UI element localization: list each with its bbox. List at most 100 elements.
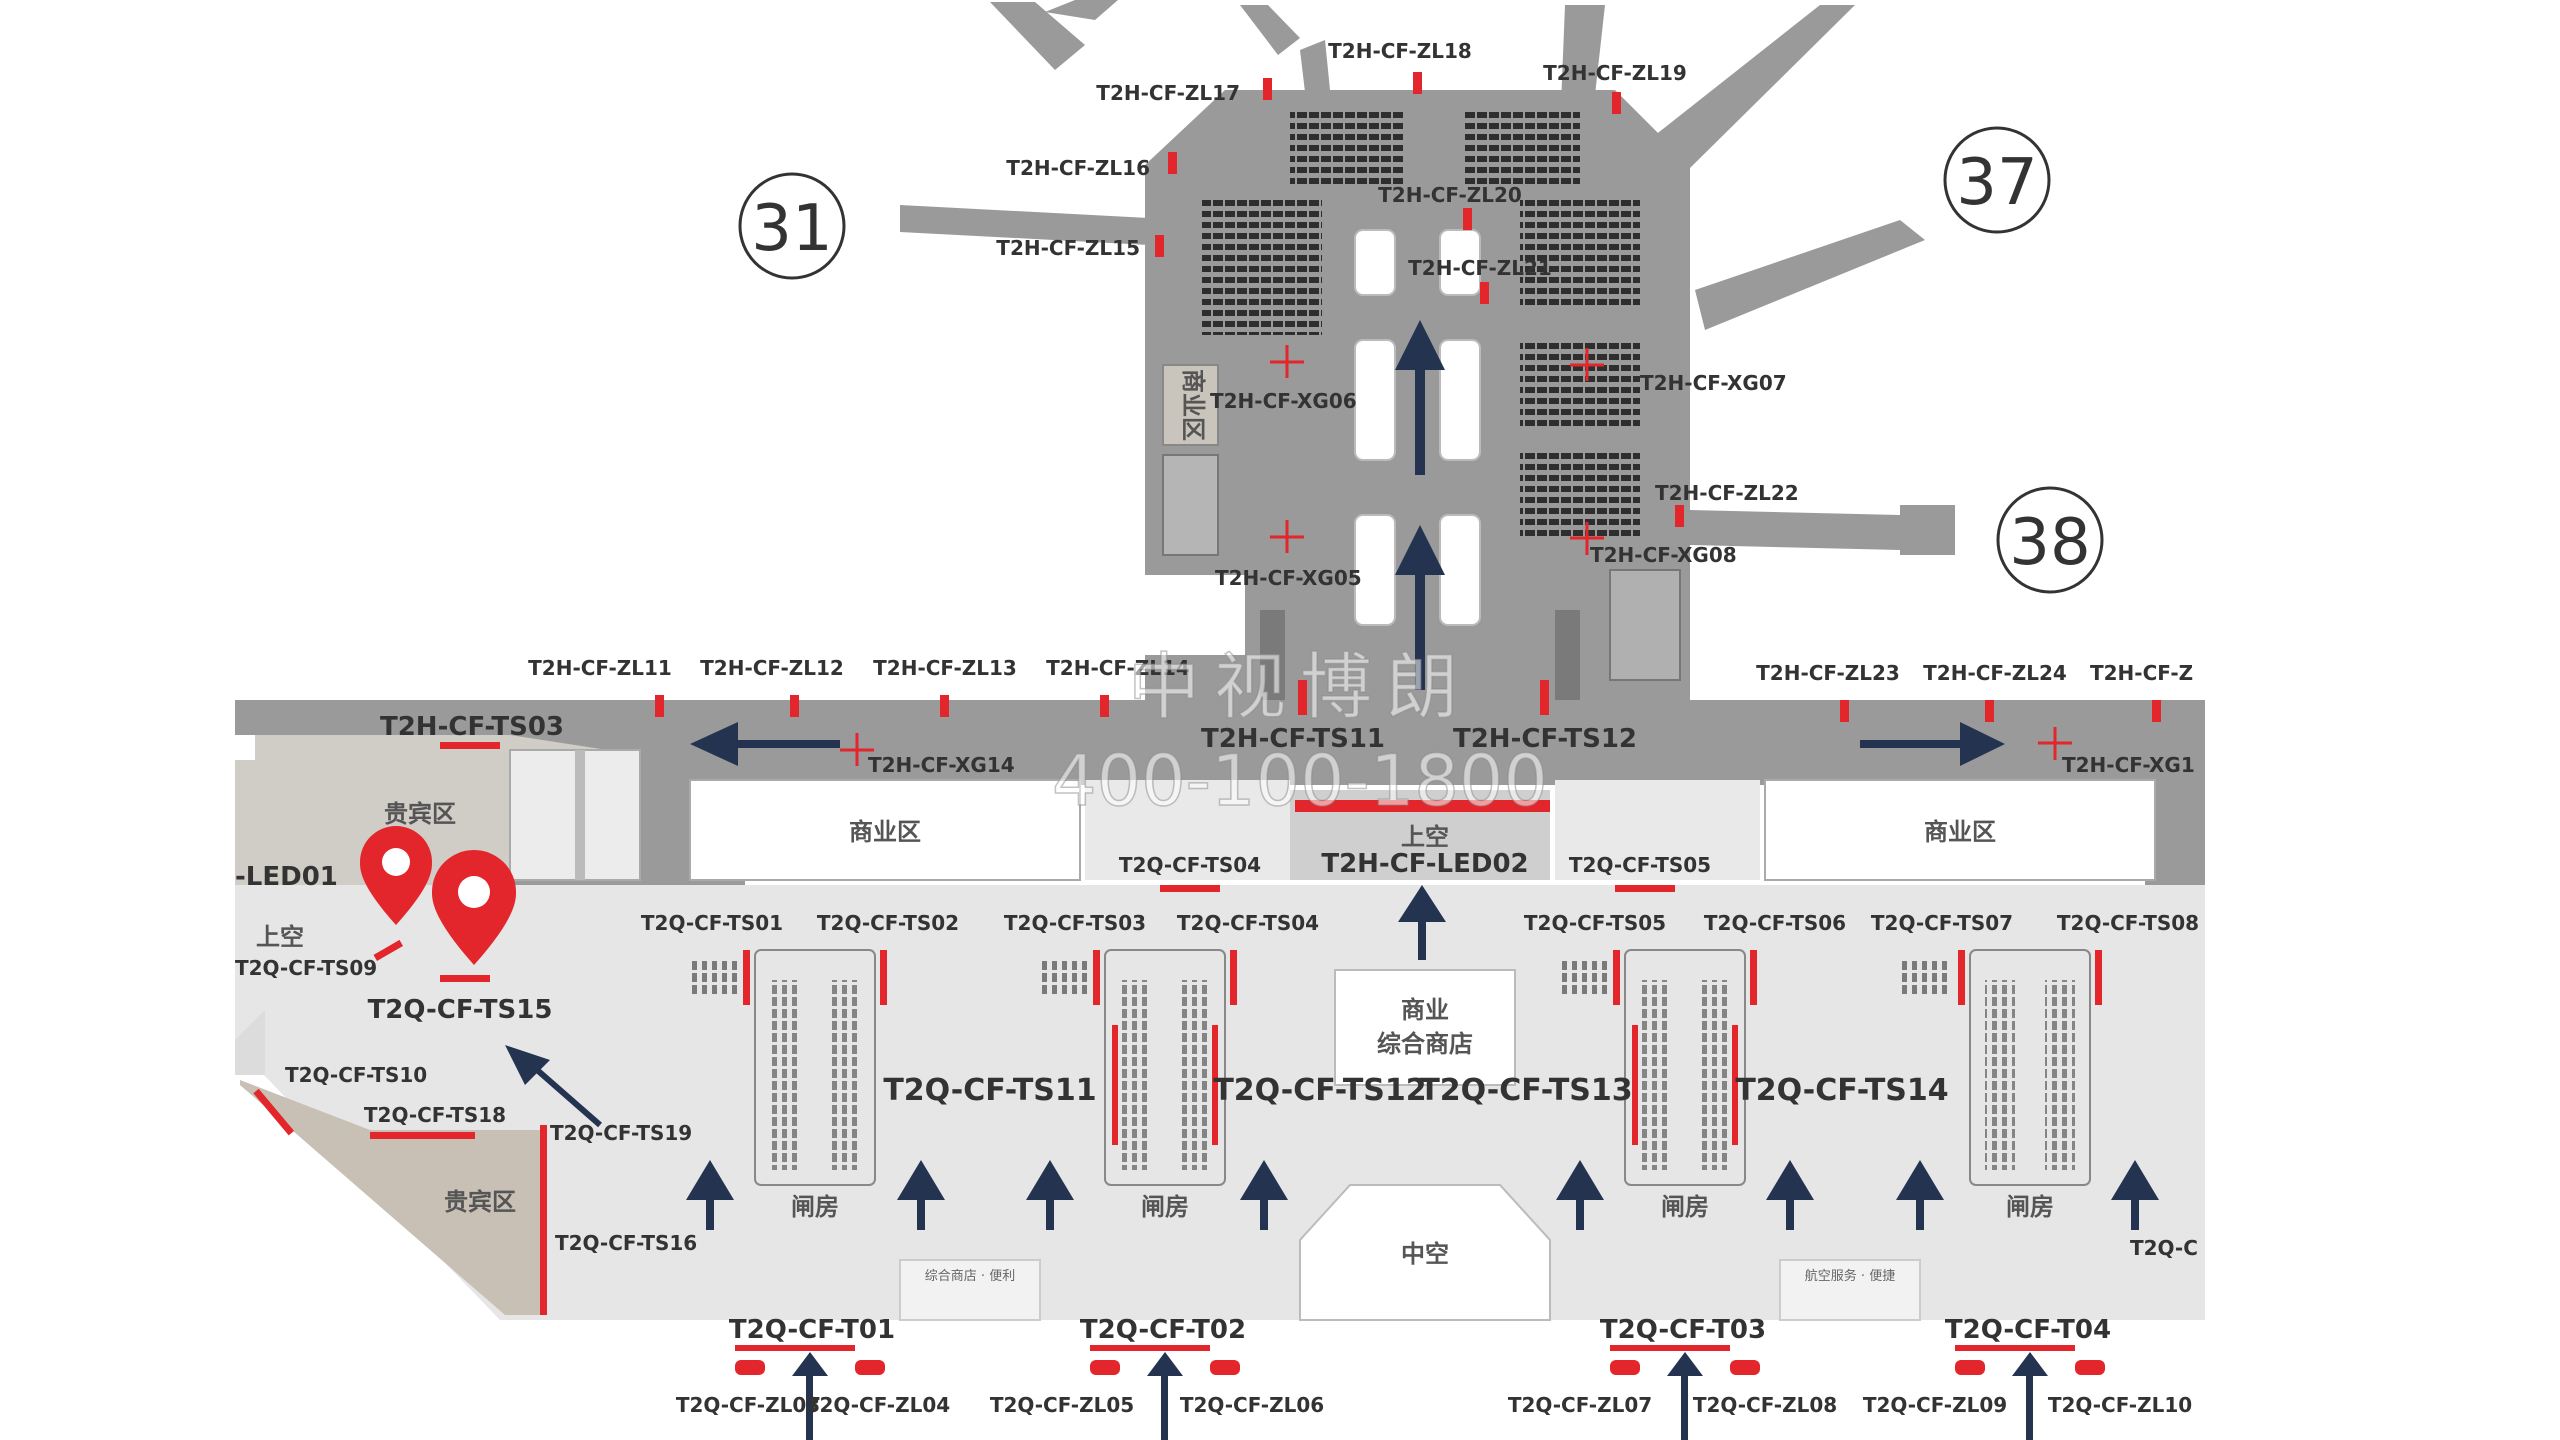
- gate-38-circle: [1996, 486, 2104, 594]
- label-q-ts04b: T2Q-CF-TS04: [1177, 911, 1319, 935]
- central-shop-label-1: 商业: [1401, 996, 1449, 1024]
- atrium-label: 中空: [1401, 1240, 1449, 1268]
- label-q-ts02: T2Q-CF-TS02: [817, 911, 959, 935]
- label-xg05: T2H-CF-XG05: [1215, 566, 1362, 590]
- label-zl12: T2H-CF-ZL12: [700, 656, 844, 680]
- label-q-ts09: T2Q-CF-TS09: [235, 956, 377, 980]
- label-q-zl09: T2Q-CF-ZL09: [1863, 1393, 2007, 1417]
- label-zl21: T2H-CF-ZL21: [1408, 256, 1552, 280]
- central-shop: [1334, 969, 1516, 1086]
- label-zl23: T2H-CF-ZL23: [1756, 661, 1900, 685]
- commercial-left-block: [689, 779, 1081, 881]
- pier-room-label: 商业区: [1179, 369, 1207, 441]
- label-zl14: T2H-CF-ZL14: [1046, 656, 1190, 680]
- label-q-zl03: T2Q-CF-ZL03: [676, 1393, 820, 1417]
- label-zl17: T2H-CF-ZL17: [1096, 81, 1240, 105]
- label-q-zl04: T2Q-CF-ZL04: [806, 1393, 950, 1417]
- up-arrows: [505, 885, 2159, 1230]
- label-q-ts19: T2Q-CF-TS19: [550, 1121, 692, 1145]
- gate-37-label: 37: [1956, 146, 2037, 220]
- label-zl20: T2H-CF-ZL20: [1378, 183, 1522, 207]
- label-q-ts12: T2Q-CF-TS12: [1213, 1073, 1426, 1108]
- pier-shops: [1354, 229, 1481, 626]
- label-zl22: T2H-CF-ZL22: [1655, 481, 1799, 505]
- jet-bridges: [900, 0, 1955, 555]
- upper-center-label: 上空: [1401, 823, 1449, 851]
- label-q-ts07: T2Q-CF-TS07: [1871, 911, 2013, 935]
- label-q-zl07: T2Q-CF-ZL07: [1508, 1393, 1652, 1417]
- label-q-ts04a: T2Q-CF-TS04: [1119, 853, 1261, 877]
- label-q-ts01: T2Q-CF-TS01: [641, 911, 783, 935]
- label-ts11: T2H-CF-TS11: [1201, 724, 1385, 754]
- label-q-ts16: T2Q-CF-TS16: [555, 1231, 697, 1255]
- label-zl16: T2H-CF-ZL16: [1006, 156, 1150, 180]
- label-q-t02: T2Q-CF-T02: [1080, 1315, 1246, 1345]
- label-q-ts05a: T2Q-CF-TS05: [1569, 853, 1711, 877]
- central-shop-label-2: 综合商店: [1377, 1030, 1473, 1058]
- upper-left-label: 上空: [256, 923, 304, 951]
- label-xg14: T2H-CF-XG14: [868, 753, 1015, 777]
- ad-positions: [253, 72, 2161, 1375]
- label-q-ts08: T2Q-CF-TS08: [2057, 911, 2199, 935]
- atrium: [1299, 1184, 1551, 1321]
- label-q-zl06: T2Q-CF-ZL06: [1180, 1393, 1324, 1417]
- label-q-ts18: T2Q-CF-TS18: [364, 1103, 506, 1127]
- checkpoint-label-4: 闸房: [2006, 1193, 2054, 1221]
- commercial-right-label: 商业区: [1924, 818, 1996, 846]
- label-zl11: T2H-CF-ZL11: [528, 656, 672, 680]
- label-q-ts10: T2Q-CF-TS10: [285, 1063, 427, 1087]
- vip-top-label: 贵宾区: [384, 800, 456, 828]
- label-zl24: T2H-CF-ZL24: [1923, 661, 2067, 685]
- label-q-ts06: T2Q-CF-TS06: [1704, 911, 1846, 935]
- label-q-ts13: T2Q-CF-TS13: [1419, 1073, 1632, 1108]
- label-q-ts03: T2Q-CF-TS03: [1004, 911, 1146, 935]
- label-zl15: T2H-CF-ZL15: [996, 236, 1140, 260]
- label-ts03: T2H-CF-TS03: [380, 712, 564, 742]
- commercial-left-label: 商业区: [849, 818, 921, 846]
- pier-arrows: [1395, 320, 1445, 690]
- label-q-zl05: T2Q-CF-ZL05: [990, 1393, 1134, 1417]
- commercial-right-block: [1764, 779, 2156, 881]
- gate-entrance-arrows: [792, 1352, 2048, 1440]
- label-xg06: T2H-CF-XG06: [1210, 389, 1357, 413]
- gate-38-label: 38: [2009, 506, 2090, 580]
- label-zl18: T2H-CF-ZL18: [1328, 39, 1472, 63]
- label-q-ts11: T2Q-CF-TS11: [883, 1073, 1096, 1108]
- label-xg07: T2H-CF-XG07: [1640, 371, 1787, 395]
- label-q-t01: T2Q-CF-T01: [729, 1315, 895, 1345]
- label-ts12: T2H-CF-TS12: [1453, 724, 1637, 754]
- gate-31-circle: [738, 172, 846, 280]
- label-q-ts15: T2Q-CF-TS15: [368, 995, 553, 1025]
- label-q-zl08: T2Q-CF-ZL08: [1693, 1393, 1837, 1417]
- watermark-name: 中视博朗: [1128, 645, 1472, 729]
- queue-marks: [688, 960, 1950, 995]
- watermark-phone: 400-100-1800: [1052, 740, 1548, 822]
- checkpoint-label-2: 闸房: [1141, 1193, 1189, 1221]
- led02-red-bar: [1295, 800, 1550, 812]
- label-q-ts14: T2Q-CF-TS14: [1735, 1073, 1948, 1108]
- xg-markers: [840, 345, 2072, 766]
- label-q-t04: T2Q-CF-T04: [1945, 1315, 2111, 1345]
- label-q-zl10: T2Q-CF-ZL10: [2048, 1393, 2192, 1417]
- label-zl19: T2H-CF-ZL19: [1543, 61, 1687, 85]
- label-xg08: T2H-CF-XG08: [1590, 543, 1737, 567]
- seating-areas: [1202, 108, 1640, 538]
- gate-31-label: 31: [751, 192, 832, 266]
- label-q-t03: T2Q-CF-T03: [1600, 1315, 1766, 1345]
- label-zl25: T2H-CF-Z: [2090, 661, 2193, 685]
- gate-37-circle: [1943, 126, 2051, 234]
- security-lanes: [770, 980, 2075, 1170]
- label-q-ts05b: T2Q-CF-TS05: [1524, 911, 1666, 935]
- label-led02: T2H-CF-LED02: [1321, 849, 1528, 879]
- label-xg15: T2H-CF-XG1: [2062, 753, 2195, 777]
- watermark: 中视博朗 400-100-1800: [1051, 644, 1548, 823]
- security-channels: [754, 949, 2091, 1186]
- corridor-arrows: [690, 722, 2005, 766]
- label-led01: -LED01: [235, 862, 338, 892]
- ad-labels: T2H-CF-ZL17 T2H-CF-ZL18 T2H-CF-ZL19 T2H-…: [235, 39, 2199, 1417]
- checkpoint-label-3: 闸房: [1661, 1193, 1709, 1221]
- service-label-2: 综合商店 · 便利: [925, 1269, 1015, 1284]
- service-label-1: 航空服务 · 便捷: [1805, 1268, 1895, 1284]
- checkpoint-label-1: 闸房: [791, 1193, 839, 1221]
